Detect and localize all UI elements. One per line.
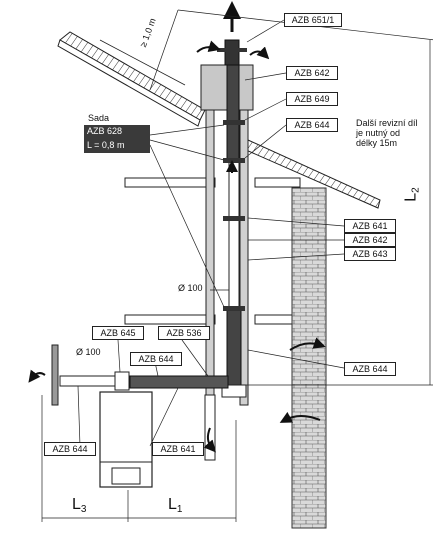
- dimension-l1-letter: L: [168, 496, 177, 513]
- label-azb-644-left: AZB 644: [44, 442, 96, 456]
- dimension-l3-letter: L: [72, 496, 81, 513]
- label-azb-643-right: AZB 643: [344, 247, 396, 261]
- dimension-l3: L3: [72, 496, 86, 515]
- kit-length: L = 0,8 m: [84, 139, 150, 153]
- inspection-note: Další revizní díl je nutný od délky 15m: [356, 118, 418, 148]
- label-azb-649: AZB 649: [286, 92, 338, 106]
- dimension-l3-sub: 3: [80, 504, 87, 515]
- kit-code: AZB 628: [84, 125, 150, 139]
- dimension-l1: L1: [168, 496, 182, 515]
- dimension-l2-sub: 2: [410, 187, 422, 193]
- label-azb-642-right: AZB 642: [344, 233, 396, 247]
- kit-heading: Sada: [88, 113, 110, 123]
- label-azb-644-mid: AZB 644: [130, 352, 182, 366]
- left-roof: [57, 31, 206, 127]
- leader-lines: [77, 19, 345, 447]
- label-azb-536: AZB 536: [158, 326, 210, 340]
- flue-pipe: [217, 39, 247, 398]
- label-azb-644-right: AZB 644: [344, 362, 396, 376]
- label-azb-642-top: AZB 642: [286, 66, 338, 80]
- boiler: [99, 391, 153, 488]
- label-azb-641-bottom: AZB 641: [152, 442, 204, 456]
- dimension-l1-sub: 1: [176, 504, 183, 515]
- dimension-l2: L2: [403, 187, 422, 201]
- brick-wall: [291, 187, 327, 529]
- label-azb-651: AZB 651/1: [284, 13, 342, 27]
- diameter-wall: Ø 100: [76, 347, 101, 357]
- diameter-chimney: Ø 100: [178, 283, 203, 293]
- horizontal-flue: [51, 344, 229, 406]
- dimension-l2-letter: L: [402, 192, 420, 202]
- air-flow-arrows: [28, 40, 326, 453]
- label-azb-645: AZB 645: [92, 326, 144, 340]
- label-azb-641-right: AZB 641: [344, 219, 396, 233]
- label-azb-644-top: AZB 644: [286, 118, 338, 132]
